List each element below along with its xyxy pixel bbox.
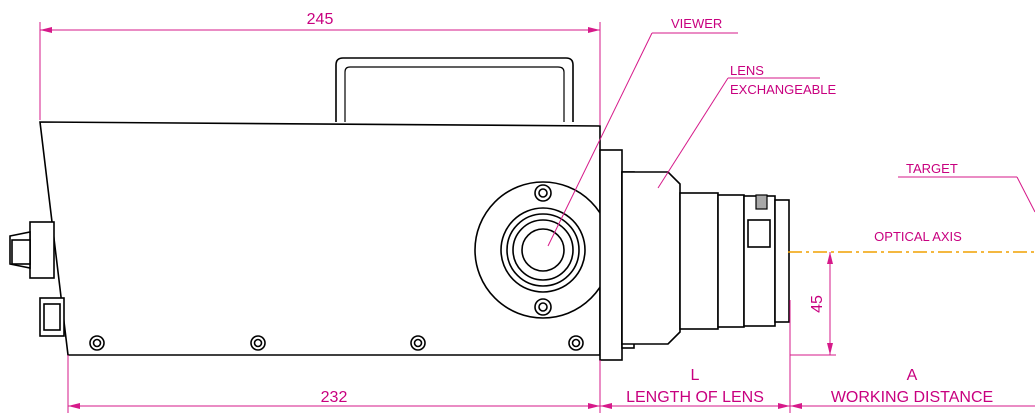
- lens-label-line2: EXCHANGEABLE: [730, 82, 837, 97]
- lens-callout: LENS EXCHANGEABLE: [657, 63, 837, 189]
- axis-height-dimension: 45: [790, 252, 836, 356]
- axis-height-label: 45: [809, 295, 826, 313]
- viewer-callout: VIEWER: [547, 16, 738, 247]
- working-distance-caption: WORKING DISTANCE: [831, 389, 993, 406]
- overall-width-label: 245: [307, 11, 334, 28]
- optical-axis-label: OPTICAL AXIS: [874, 229, 962, 244]
- screws: [89, 335, 584, 351]
- handle: [335, 57, 574, 122]
- bottom-dimensions: 232 L LENGTH OF LENS A WORKING DISTANCE: [67, 300, 1035, 413]
- mount-flange: [599, 149, 623, 361]
- rear-connector-upper: [9, 221, 55, 279]
- target-callout: TARGET: [898, 161, 1035, 213]
- overall-width-dimension: 245: [39, 11, 601, 125]
- lens-label-line1: LENS: [730, 63, 764, 78]
- target-label: TARGET: [906, 161, 958, 176]
- lens-length-caption: LENGTH OF LENS: [626, 389, 764, 406]
- working-distance-symbol: A: [907, 367, 918, 384]
- lens-length-symbol: L: [691, 367, 700, 384]
- rear-connector-lower: [39, 297, 65, 337]
- viewer: [474, 181, 612, 319]
- exchangeable-lens: [621, 171, 790, 345]
- body-width-label: 232: [321, 389, 348, 406]
- viewer-label: VIEWER: [671, 16, 722, 31]
